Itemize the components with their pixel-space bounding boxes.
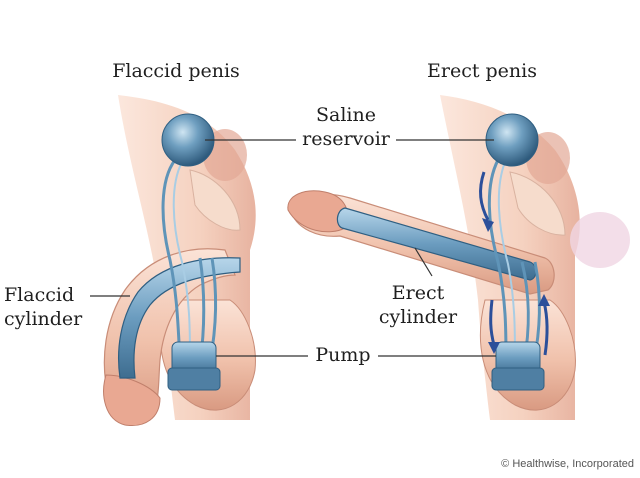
leader-lines [90, 139, 496, 357]
flow-arrow-down-icon [479, 171, 490, 221]
saline-reservoir-label-line1: Saline [316, 104, 376, 126]
flow-arrow-left-head-icon [488, 342, 500, 354]
right-pump-base [491, 367, 545, 391]
left-pubic-bone [189, 169, 241, 231]
erect-cylinder-label-line2: cylinder [378, 306, 458, 328]
right-thigh [570, 212, 630, 268]
left-pump-base [167, 367, 221, 391]
flaccid-title: Flaccid penis [112, 60, 240, 82]
flow-arrow-up-icon [542, 301, 549, 356]
left-tube-1 [161, 159, 182, 361]
erect-cylinder-label-line1: Erect [391, 282, 445, 304]
left-glans [103, 374, 161, 427]
leader-erect-cylinder [414, 247, 433, 277]
flaccid-cylinder-label-line2: cylinder [4, 308, 83, 330]
erect-title: Erect penis [427, 60, 537, 82]
right-tube-1 [487, 159, 508, 361]
flow-arrow-up-head-icon [538, 294, 550, 306]
left-tube-2 [172, 161, 191, 361]
flow-arrow-down-head-icon [482, 218, 494, 232]
flow-arrow-left-icon [489, 299, 496, 346]
left-flaccid-cylinder [118, 257, 241, 379]
erect-illustration [287, 95, 630, 420]
saline-reservoir-label-line2: reservoir [302, 128, 390, 150]
flaccid-cylinder-label-line1: Flaccid [4, 284, 75, 306]
right-pubic-bone [509, 171, 566, 236]
copyright-credit: © Healthwise, Incorporated [501, 458, 634, 470]
flaccid-illustration [103, 95, 256, 427]
right-erect-cylinder [336, 207, 537, 281]
pump-label: Pump [315, 344, 371, 366]
right-tube-2 [497, 161, 516, 361]
